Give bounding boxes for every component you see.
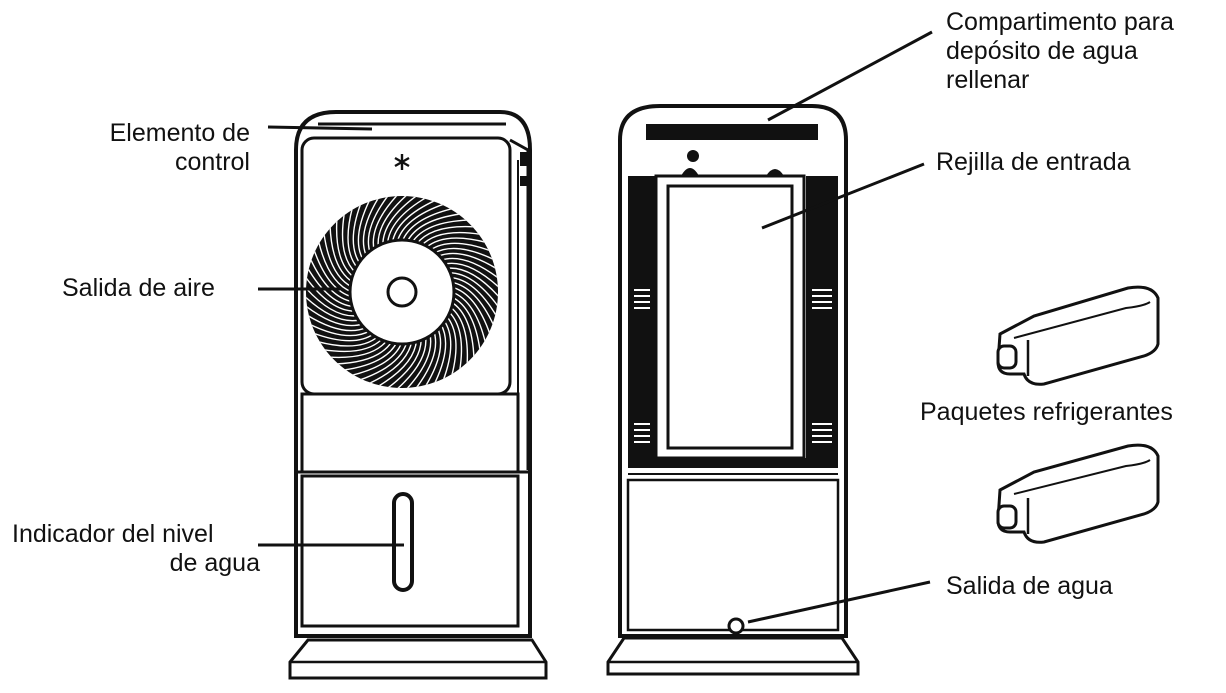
fan-blade bbox=[335, 340, 393, 365]
fan-blade bbox=[449, 305, 469, 366]
fan-blade bbox=[433, 323, 447, 385]
fan-blade bbox=[425, 237, 487, 249]
fan-blade bbox=[323, 232, 353, 288]
fan-blade bbox=[306, 285, 358, 317]
fan-blade bbox=[329, 225, 354, 283]
fan-blade bbox=[406, 213, 462, 243]
fan-blade bbox=[442, 319, 452, 382]
fan-blade bbox=[451, 291, 487, 344]
front-lattice-upper bbox=[300, 392, 520, 474]
label-water-outlet: Salida de agua bbox=[946, 572, 1113, 600]
fan-blade bbox=[350, 341, 403, 377]
label-air-outlet: Salida de aire bbox=[62, 274, 215, 302]
fan-blade bbox=[358, 341, 408, 381]
fan-blade bbox=[367, 340, 413, 385]
back-base bbox=[606, 636, 860, 676]
water-level-window bbox=[392, 492, 414, 592]
fan-blade bbox=[437, 252, 498, 270]
label-control: Elemento de control bbox=[109, 119, 250, 176]
fan-blade bbox=[341, 212, 357, 274]
label-inlet-grille: Rejilla de entrada bbox=[936, 148, 1131, 176]
fan-blade bbox=[448, 272, 498, 308]
leader-control bbox=[267, 125, 373, 131]
fan-blade bbox=[451, 296, 481, 352]
fan-blade bbox=[312, 332, 375, 342]
front-unit bbox=[288, 110, 548, 680]
fan-blade bbox=[414, 330, 437, 388]
fan-blade bbox=[451, 286, 491, 336]
fan-blade bbox=[445, 315, 457, 377]
label-cooling-packs: Paquetes refrigerantes bbox=[920, 398, 1173, 426]
fan-blade bbox=[357, 199, 371, 261]
label-tank-compartment: Compartimento para depósito de agua rell… bbox=[946, 8, 1174, 94]
front-base bbox=[288, 638, 548, 680]
fan-blade bbox=[450, 281, 495, 327]
fan-blade bbox=[450, 301, 475, 359]
fan-blade bbox=[306, 266, 355, 308]
inlet-grille bbox=[666, 184, 794, 450]
fan-blade bbox=[317, 335, 379, 347]
fan-blade bbox=[313, 248, 353, 298]
cooling-pack-bottom bbox=[996, 443, 1160, 544]
fan-blade bbox=[328, 339, 389, 359]
fan-blade bbox=[317, 240, 353, 293]
back-tank-area bbox=[626, 478, 840, 632]
fan-blade bbox=[449, 276, 498, 318]
fan-blade bbox=[386, 196, 428, 245]
fan-blade bbox=[306, 314, 367, 332]
fan-blade bbox=[347, 207, 359, 269]
fan-blade bbox=[352, 202, 362, 265]
fan-blade bbox=[443, 262, 498, 289]
fan-blade bbox=[440, 257, 498, 280]
front-lattice-lower bbox=[300, 474, 520, 628]
leader-tank-compartment bbox=[767, 30, 933, 122]
tank-compartment bbox=[646, 124, 818, 140]
cooling-pack-top bbox=[996, 285, 1160, 386]
fan-blade bbox=[367, 196, 390, 254]
air-outlet-fan bbox=[306, 196, 498, 388]
leader-inlet-grille bbox=[761, 162, 925, 230]
back-body bbox=[618, 104, 848, 638]
fan-blade bbox=[446, 267, 498, 299]
fan-blade bbox=[372, 196, 399, 251]
fan-blade bbox=[386, 338, 422, 388]
fan-blade bbox=[415, 225, 476, 245]
back-unit bbox=[606, 104, 860, 676]
fan-blade bbox=[335, 218, 355, 279]
snowflake-icon bbox=[394, 154, 410, 170]
fan-blade bbox=[342, 341, 398, 371]
leader-water-outlet bbox=[747, 580, 931, 624]
fan-blade bbox=[391, 199, 437, 244]
fan-blade bbox=[306, 295, 361, 322]
fan-blade bbox=[322, 337, 384, 353]
fan-blade bbox=[376, 339, 418, 388]
fan-blade bbox=[362, 196, 380, 257]
fan-blade bbox=[411, 219, 469, 244]
fan-blade bbox=[382, 196, 418, 246]
label-water-level: Indicador del nivel de agua bbox=[12, 520, 260, 577]
water-outlet bbox=[727, 617, 745, 635]
fan-blade bbox=[377, 196, 409, 248]
fan-blade bbox=[420, 231, 482, 247]
fan-blade bbox=[433, 247, 495, 261]
fan-blade bbox=[429, 242, 492, 252]
fan-blade bbox=[396, 203, 446, 243]
fan-blade bbox=[424, 327, 442, 388]
fan-blade bbox=[395, 336, 427, 388]
fan-blade bbox=[306, 304, 364, 327]
fan-blade bbox=[306, 276, 356, 312]
fan-blade bbox=[401, 207, 454, 243]
fan-blade bbox=[405, 333, 432, 388]
fan-blade bbox=[309, 323, 371, 337]
fan-blade bbox=[447, 310, 463, 372]
